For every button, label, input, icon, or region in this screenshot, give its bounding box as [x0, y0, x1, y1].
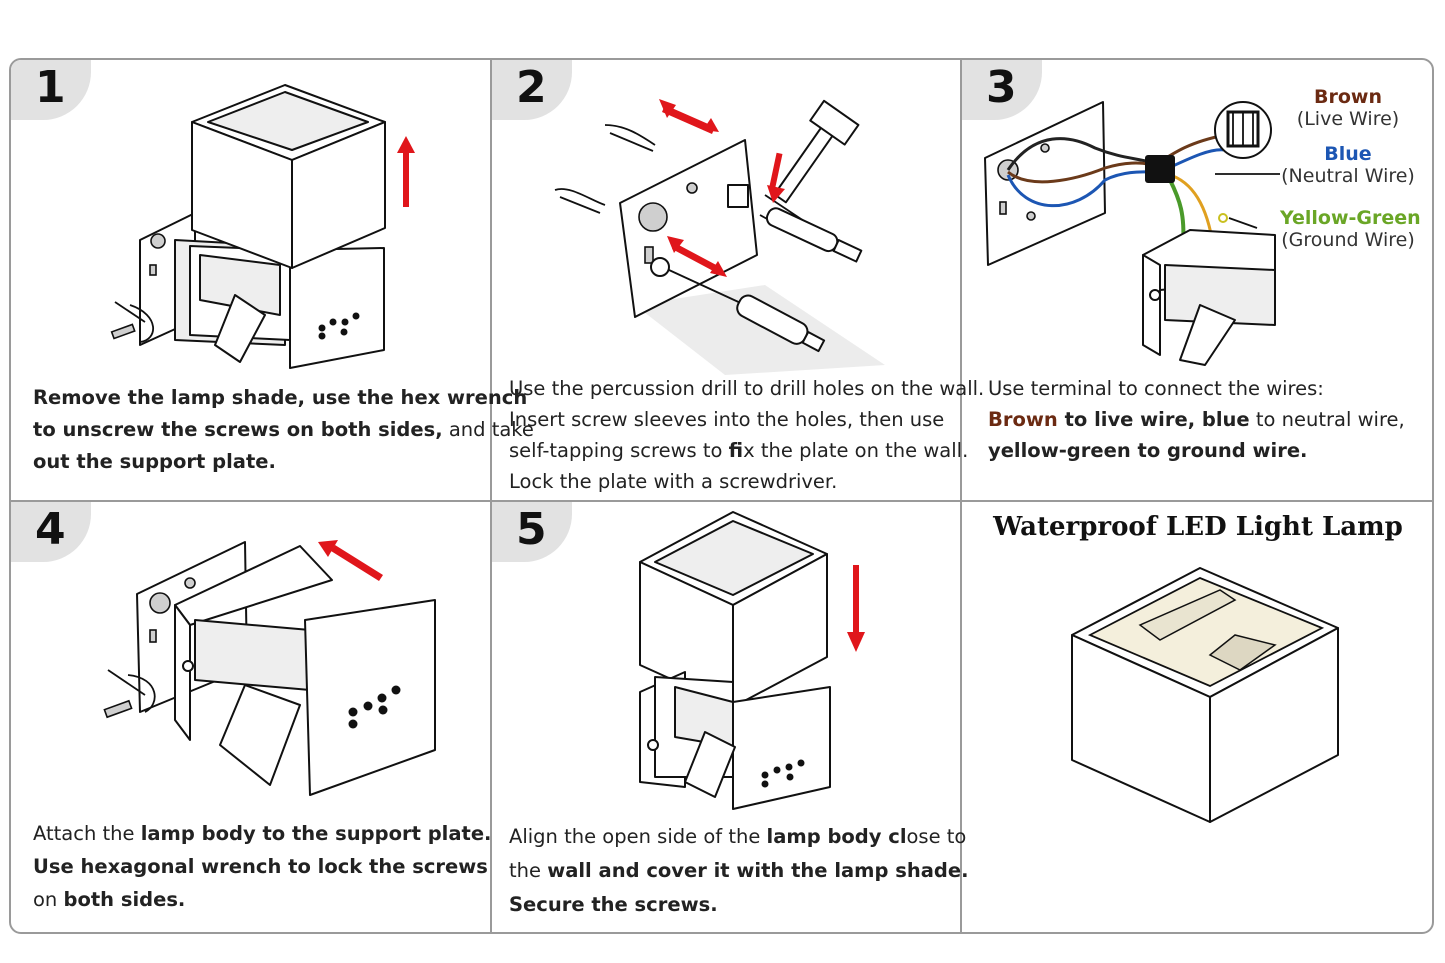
text-run: Align the open side of the	[509, 825, 767, 848]
text-run: to unscrew the screws on both sides,	[33, 418, 443, 441]
step-1-description: Remove the lamp shade, use the hex wrenc…	[33, 382, 534, 478]
text-run: Attach the	[33, 822, 141, 845]
wire-brown-desc: (Live Wire)	[1296, 108, 1400, 130]
text-run: Use hexagonal wrench to lock the screws	[33, 855, 488, 878]
step-4-tab: 4	[11, 502, 91, 562]
wire-yellow-green-name: Yellow-Green	[1280, 207, 1421, 229]
step-4-description: Attach the lamp body to the support plat…	[33, 817, 491, 916]
step-4-line-2: Use hexagonal wrench to lock the screws	[33, 850, 491, 883]
wire-legend-blue: Blue (Neutral Wire)	[1280, 143, 1416, 187]
step-2-description: Use the percussion drill to drill holes …	[509, 373, 984, 497]
product-title: Waterproof LED Light Lamp	[993, 512, 1403, 542]
step-3-line-3: yellow-green to ground wire.	[988, 435, 1405, 466]
step-1-number: 1	[35, 62, 66, 113]
text-run: ose to	[906, 825, 967, 848]
text-run: Brown	[988, 408, 1058, 431]
step-3-number: 3	[986, 62, 1017, 113]
step-2-illustration	[554, 99, 885, 375]
step-4-line-3: on both sides.	[33, 883, 491, 916]
step-2-line-2: Insert screw sleeves into the holes, the…	[509, 404, 984, 435]
text-run: wall and cover it with the lamp shade.	[547, 859, 969, 882]
step-2-line-3: self-tapping screws to fix the plate on …	[509, 435, 984, 466]
step-1-line-2: to unscrew the screws on both sides, and…	[33, 414, 534, 446]
step-1-line-3: out the support plate.	[33, 446, 534, 478]
divider-h	[11, 500, 1432, 502]
step-1-line-1: Remove the lamp shade, use the hex wrenc…	[33, 382, 534, 414]
text-run: to neutral wire,	[1249, 408, 1405, 431]
text-run: the	[509, 859, 548, 882]
text-run: out the support plate.	[33, 450, 276, 473]
divider-v2	[960, 60, 962, 932]
wire-legend-brown: Brown (Live Wire)	[1280, 86, 1416, 130]
wire-yellow-green-desc: (Ground Wire)	[1281, 229, 1415, 251]
step-3-illustration	[984, 101, 1280, 366]
product-illustration	[1071, 567, 1339, 823]
text-run: both sides.	[63, 888, 186, 911]
step-5-line-3: Secure the screws.	[509, 888, 968, 922]
text-run: x the plate on the wall.	[743, 439, 969, 462]
text-run: to live wire, blue	[1057, 408, 1250, 431]
step-5-description: Align the open side of the lamp body clo…	[509, 820, 968, 922]
step-1-illustration	[110, 84, 415, 369]
step-2-line-4: Lock the plate with a screwdriver.	[509, 466, 984, 497]
step-5-number: 5	[516, 504, 547, 555]
divider-v1	[490, 60, 492, 932]
text-run: self-tapping screws to	[509, 439, 729, 462]
text-run: Use the percussion drill to drill holes …	[509, 377, 985, 400]
step-3-description: Use terminal to connect the wires: Brown …	[988, 373, 1405, 466]
text-run: Insert screw sleeves into the holes, the…	[509, 408, 945, 431]
step-4-illustration	[103, 540, 436, 796]
wire-blue-desc: (Neutral Wire)	[1281, 165, 1415, 187]
step-5-illustration	[639, 511, 865, 810]
text-run: yellow-green to ground wire.	[988, 439, 1308, 462]
step-3-tab: 3	[962, 60, 1042, 120]
step-3-line-2: Brown to live wire, blue to neutral wire…	[988, 404, 1405, 435]
instruction-sheet: 1 2 3 4 5	[9, 58, 1434, 934]
text-run: Lock the plate with a screwdriver.	[509, 470, 838, 493]
text-run: fi	[728, 439, 744, 462]
step-4-line-1: Attach the lamp body to the support plat…	[33, 817, 491, 850]
text-run: on	[33, 888, 64, 911]
step-5-line-2: the wall and cover it with the lamp shad…	[509, 854, 968, 888]
step-4-number: 4	[35, 504, 66, 555]
step-3-line-1: Use terminal to connect the wires:	[988, 373, 1405, 404]
text-run: Use terminal to connect the wires:	[988, 377, 1324, 400]
wire-brown-name: Brown	[1314, 86, 1382, 108]
text-run: lamp body to the support plate.	[140, 822, 492, 845]
step-5-tab: 5	[492, 502, 572, 562]
step-1-tab: 1	[11, 60, 91, 120]
text-run: Secure the screws.	[509, 893, 718, 916]
step-5-line-1: Align the open side of the lamp body clo…	[509, 820, 968, 854]
wire-blue-name: Blue	[1324, 143, 1372, 165]
step-2-number: 2	[516, 62, 547, 113]
wire-legend-yellow-green: Yellow-Green (Ground Wire)	[1280, 207, 1421, 251]
step-2-line-1: Use the percussion drill to drill holes …	[509, 373, 984, 404]
text-run: and take	[442, 418, 534, 441]
text-run: lamp body cl	[766, 825, 907, 848]
text-run: Remove the lamp shade, use the hex wrenc…	[33, 386, 528, 409]
